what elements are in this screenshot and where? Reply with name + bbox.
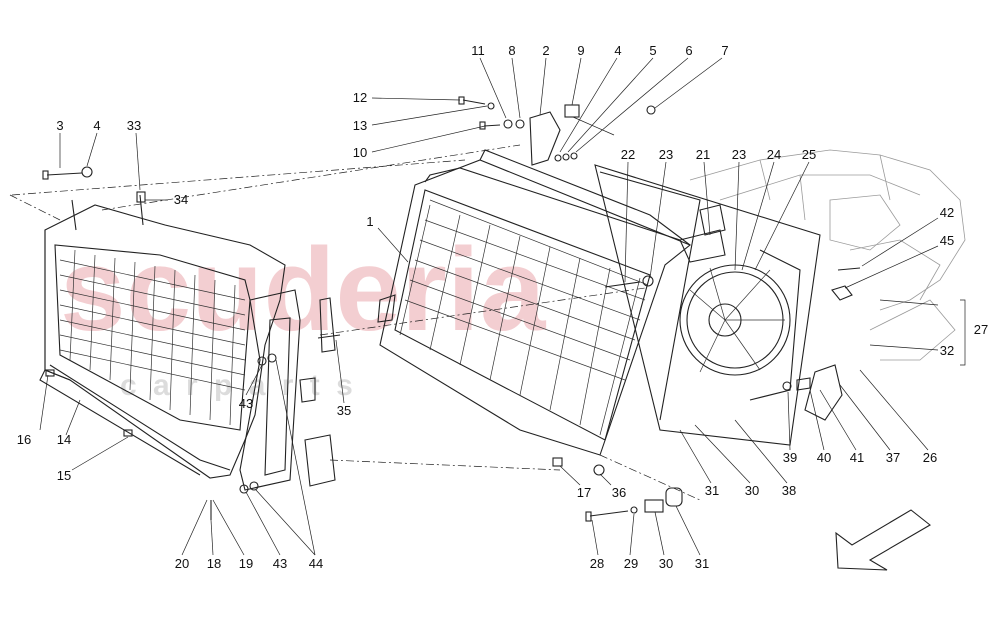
callout-3: 3	[56, 118, 63, 133]
leader-lines	[39, 57, 966, 556]
callout-16: 16	[17, 432, 31, 447]
side-bracket	[239, 289, 336, 491]
callout-10: 10	[353, 145, 367, 160]
callout-31-upper: 31	[705, 483, 719, 498]
radiator	[377, 149, 692, 456]
callout-43-upper: 43	[239, 396, 253, 411]
callout-6: 6	[685, 43, 692, 58]
callout-21: 21	[696, 147, 710, 162]
callout-23-right: 23	[732, 147, 746, 162]
front-grille-duct	[39, 191, 286, 479]
cooling-fan	[679, 249, 801, 401]
callout-11: 11	[471, 43, 485, 58]
callout-1: 1	[366, 214, 373, 229]
callout-45: 45	[940, 233, 954, 248]
callout-44: 44	[309, 556, 323, 571]
callout-4-top: 4	[614, 43, 621, 58]
chassis-frame	[689, 149, 966, 361]
front-direction-arrow-icon	[835, 509, 931, 571]
callout-26: 26	[923, 450, 937, 465]
callout-39: 39	[783, 450, 797, 465]
callout-42: 42	[940, 205, 954, 220]
callout-12: 12	[353, 90, 367, 105]
callout-25: 25	[802, 147, 816, 162]
callout-43-lower: 43	[273, 556, 287, 571]
alignment-lines	[9, 144, 701, 501]
callout-30-lower: 30	[659, 556, 673, 571]
callout-17: 17	[577, 485, 591, 500]
callout-14: 14	[57, 432, 71, 447]
callout-27: 27	[974, 322, 988, 337]
watermark-brand: scuderia	[60, 224, 547, 356]
callout-8: 8	[508, 43, 515, 58]
callout-41: 41	[850, 450, 864, 465]
callout-15: 15	[57, 468, 71, 483]
callout-20: 20	[175, 556, 189, 571]
callout-34: 34	[174, 192, 188, 207]
callout-40: 40	[817, 450, 831, 465]
callout-18: 18	[207, 556, 221, 571]
callout-31-lower: 31	[695, 556, 709, 571]
watermark-sub: c a r p a r t s	[120, 369, 357, 402]
callout-7: 7	[721, 43, 728, 58]
callout-2: 2	[542, 43, 549, 58]
callout-23: 23	[659, 147, 673, 162]
callout-33: 33	[127, 118, 141, 133]
callout-38: 38	[782, 483, 796, 498]
callout-28: 28	[590, 556, 604, 571]
callout-5: 5	[649, 43, 656, 58]
callout-30-upper: 30	[745, 483, 759, 498]
callout-22: 22	[621, 147, 635, 162]
callout-13: 13	[353, 118, 367, 133]
callout-37: 37	[886, 450, 900, 465]
watermark: scuderia c a r p a r t s	[60, 224, 547, 402]
callout-labels: 3 4 33 34 12 13 10 11 8 2 9 4 5 6 7 1 22…	[17, 43, 988, 571]
callout-32: 32	[940, 343, 954, 358]
callout-36: 36	[612, 485, 626, 500]
callout-24: 24	[767, 147, 781, 162]
callout-9: 9	[577, 43, 584, 58]
callout-4: 4	[93, 118, 100, 133]
callout-29: 29	[624, 556, 638, 571]
callout-19: 19	[239, 556, 253, 571]
callout-35: 35	[337, 403, 351, 418]
